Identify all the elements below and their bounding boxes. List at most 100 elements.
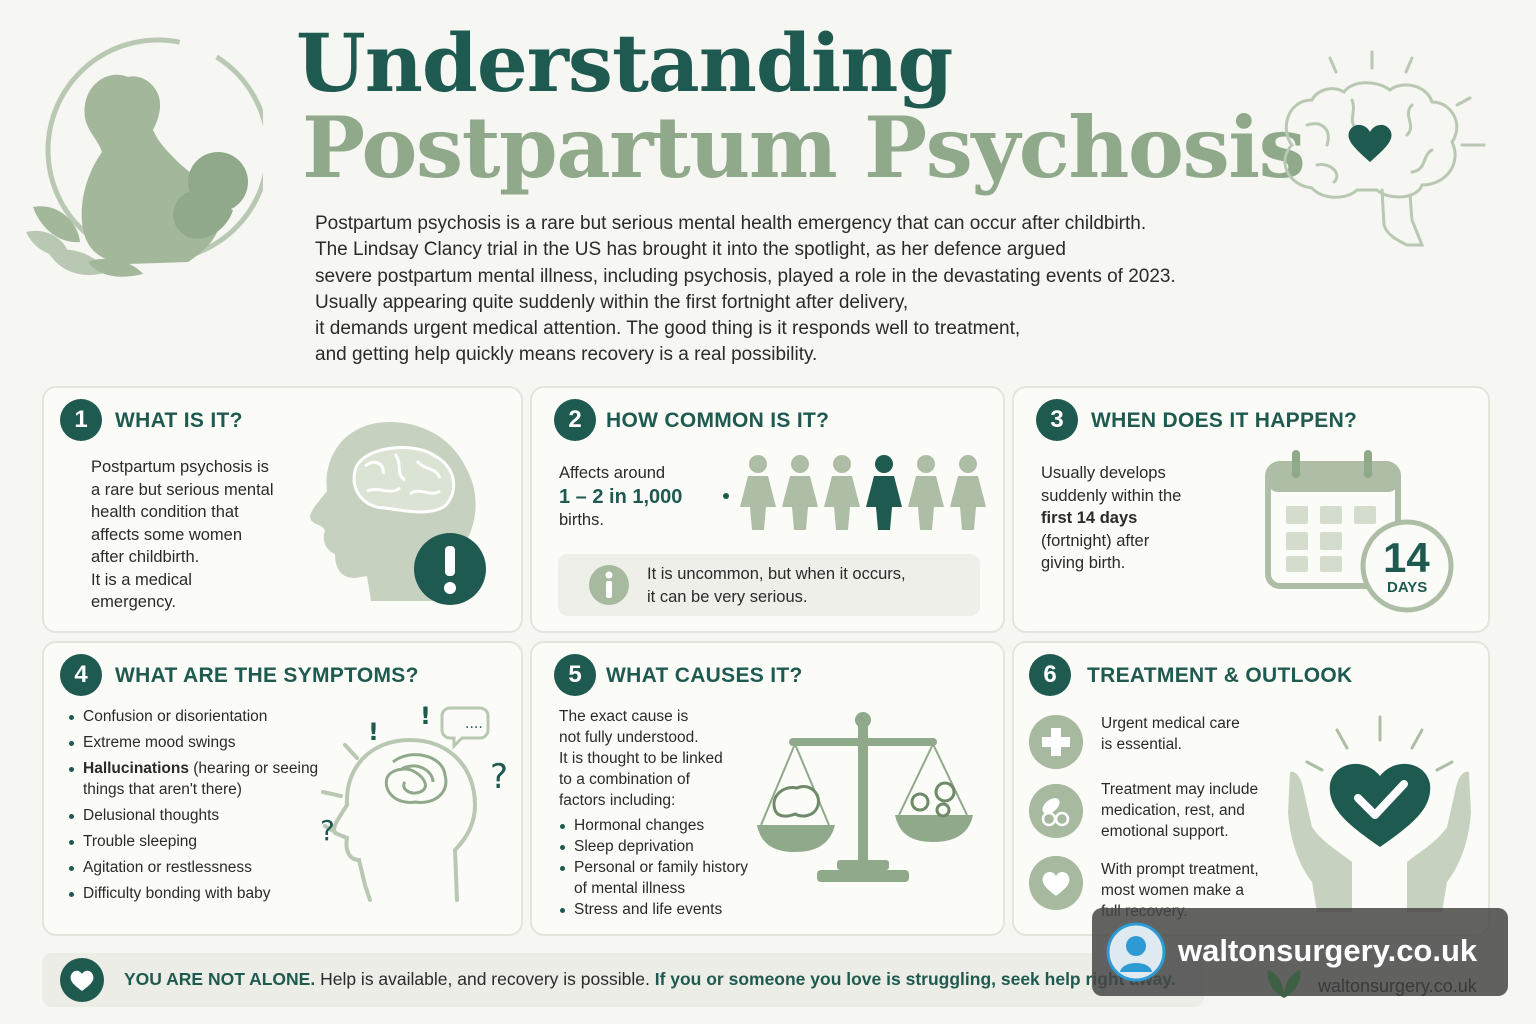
body-line: It is uncommon, but when it occurs, <box>647 565 906 583</box>
card-title: WHAT IS IT? <box>115 409 243 432</box>
body-line: it can be very serious. <box>647 587 808 606</box>
intro-line: The Lindsay Clancy trial in the US has b… <box>315 239 1066 261</box>
women-figures-icon <box>723 455 986 530</box>
list-item-rest: Personal or family history <box>574 859 749 876</box>
body-line: Treatment may include <box>1101 781 1259 798</box>
card-title: WHAT ARE THE SYMPTOMS? <box>115 664 419 687</box>
pills-icon <box>1029 784 1083 838</box>
list-item-bold: Hallucinations <box>83 760 189 777</box>
footer-lead: YOU ARE NOT ALONE. <box>124 969 316 989</box>
list-item: Extreme mood swings <box>67 732 318 753</box>
list-item: Hormonal changes <box>558 815 748 836</box>
intro-line: it demands urgent medical attention. The… <box>315 318 1021 340</box>
card-title: WHEN DOES IT HAPPEN? <box>1091 409 1358 432</box>
body-line: With prompt treatment, <box>1101 861 1259 878</box>
calendar-icon <box>1265 450 1454 613</box>
list-item: Hallucinations (hearing or seeing things … <box>67 758 318 800</box>
body-line: The exact cause is <box>559 708 689 725</box>
list-item-rest: things that aren't there) <box>83 781 242 798</box>
intro-paragraph: Postpartum psychosis is a rare but serio… <box>315 211 1255 369</box>
svg-text:!: ! <box>368 718 379 746</box>
card-title: HOW COMMON IS IT? <box>606 409 830 432</box>
head-brain-exclamation-icon <box>310 422 486 605</box>
heart-icon <box>60 958 104 1002</box>
body-line: Urgent medical care <box>1101 715 1240 732</box>
confused-head-icon: .... ! ! ? ? <box>320 702 508 902</box>
treatment-block: Treatment may include medication, rest, … <box>1101 779 1258 842</box>
page-title-line1: Understanding <box>296 16 953 110</box>
card-symptoms <box>42 641 523 936</box>
body-line: Affects around <box>559 464 666 482</box>
info-icon <box>589 565 629 605</box>
card-body: The exact cause is not fully understood.… <box>559 706 723 811</box>
list-item: Sleep deprivation <box>558 836 748 857</box>
card-number-badge: 2 <box>554 399 596 441</box>
footer-message: YOU ARE NOT ALONE. Help is available, an… <box>124 969 1176 990</box>
symptoms-list: Confusion or disorientation Extreme mood… <box>67 706 318 904</box>
medical-cross-icon <box>1029 715 1083 769</box>
body-line: to a combination of <box>559 771 690 788</box>
body-line: births. <box>559 511 604 529</box>
body-line: Postpartum psychosis is <box>91 458 269 476</box>
svg-text:?: ? <box>320 814 335 847</box>
watermark-subtext: waltonsurgery.co.uk <box>1318 976 1477 996</box>
days-number: 14 <box>1383 534 1430 581</box>
card-title: WHAT CAUSES IT? <box>606 664 803 687</box>
watermark-text: waltonsurgery.co.uk <box>1178 933 1478 968</box>
body-line: medication, rest, and <box>1101 802 1245 819</box>
body-line: not fully understood. <box>559 729 699 746</box>
body-line: after childbirth. <box>91 548 200 566</box>
body-line: It is a medical <box>91 570 192 589</box>
body-line: health condition that <box>91 503 239 521</box>
footer-tail: If you or someone you love is struggling… <box>654 969 1176 989</box>
treatment-block: Urgent medical care is essential. <box>1101 713 1240 755</box>
page-title-line2: Postpartum Psychosis <box>302 98 1306 197</box>
stat-value: 1 – 2 in 1,000 <box>559 485 683 508</box>
body-line: giving birth. <box>1041 554 1126 572</box>
causes-list: Hormonal changes Sleep deprivation Perso… <box>558 815 748 920</box>
card-body: Usually develops suddenly within the fir… <box>1041 462 1181 575</box>
body-line: emergency. <box>91 593 176 611</box>
card-body: Affects around 1 – 2 in 1,000 births. <box>559 462 682 532</box>
body-line: affects some women <box>91 525 243 544</box>
body-line-bold: first 14 days <box>1041 509 1138 527</box>
info-callout-text: It is uncommon, but when it occurs, it c… <box>647 563 906 608</box>
svg-text:....: .... <box>465 716 483 732</box>
svg-text:?: ? <box>490 757 508 797</box>
list-item: Delusional thoughts <box>67 805 318 826</box>
card-number-badge: 1 <box>60 399 102 441</box>
list-item: Trouble sleeping <box>67 831 318 852</box>
intro-line: Postpartum psychosis is a rare but serio… <box>315 213 1147 234</box>
list-item-rest: of mental illness <box>574 880 686 897</box>
card-number-badge: 5 <box>554 654 596 696</box>
list-item-rest: (hearing or seeing <box>188 760 319 777</box>
card-number-badge: 6 <box>1029 654 1071 696</box>
card-number-badge: 3 <box>1036 399 1078 441</box>
body-line: factors including: <box>559 792 676 809</box>
list-item: Difficulty bonding with baby <box>67 883 318 904</box>
heart-icon <box>1029 856 1083 910</box>
card-body: Postpartum psychosis is a rare but serio… <box>91 456 274 614</box>
card-number-badge: 4 <box>60 654 102 696</box>
mother-baby-emblem-icon <box>26 37 263 277</box>
footer-middle: Help is available, and recovery is possi… <box>315 969 655 989</box>
intro-line: severe postpartum mental illness, includ… <box>315 265 1176 287</box>
list-item: Personal or family history of mental illn… <box>558 857 748 899</box>
list-item: Confusion or disorientation <box>67 706 318 727</box>
doctor-avatar-icon <box>1106 922 1166 982</box>
list-item: Agitation or restlessness <box>67 857 318 878</box>
body-line: emotional support. <box>1101 823 1229 840</box>
body-line: most women make a <box>1101 882 1244 899</box>
body-line: Usually develops <box>1041 464 1166 482</box>
hands-heart-check-icon <box>1288 715 1471 912</box>
body-line: a rare but serious mental <box>91 480 274 499</box>
body-line: is essential. <box>1101 736 1182 753</box>
body-line: (fortnight) after <box>1041 531 1150 550</box>
intro-line: Usually appearing quite suddenly within … <box>315 291 909 313</box>
footer-banner <box>42 953 1204 1007</box>
body-line: suddenly within the <box>1041 486 1182 505</box>
balance-scale-icon <box>757 712 973 882</box>
card-causes <box>530 641 1005 936</box>
brain-heart-icon <box>1283 50 1486 247</box>
intro-line: and getting help quickly means recovery … <box>315 344 818 366</box>
